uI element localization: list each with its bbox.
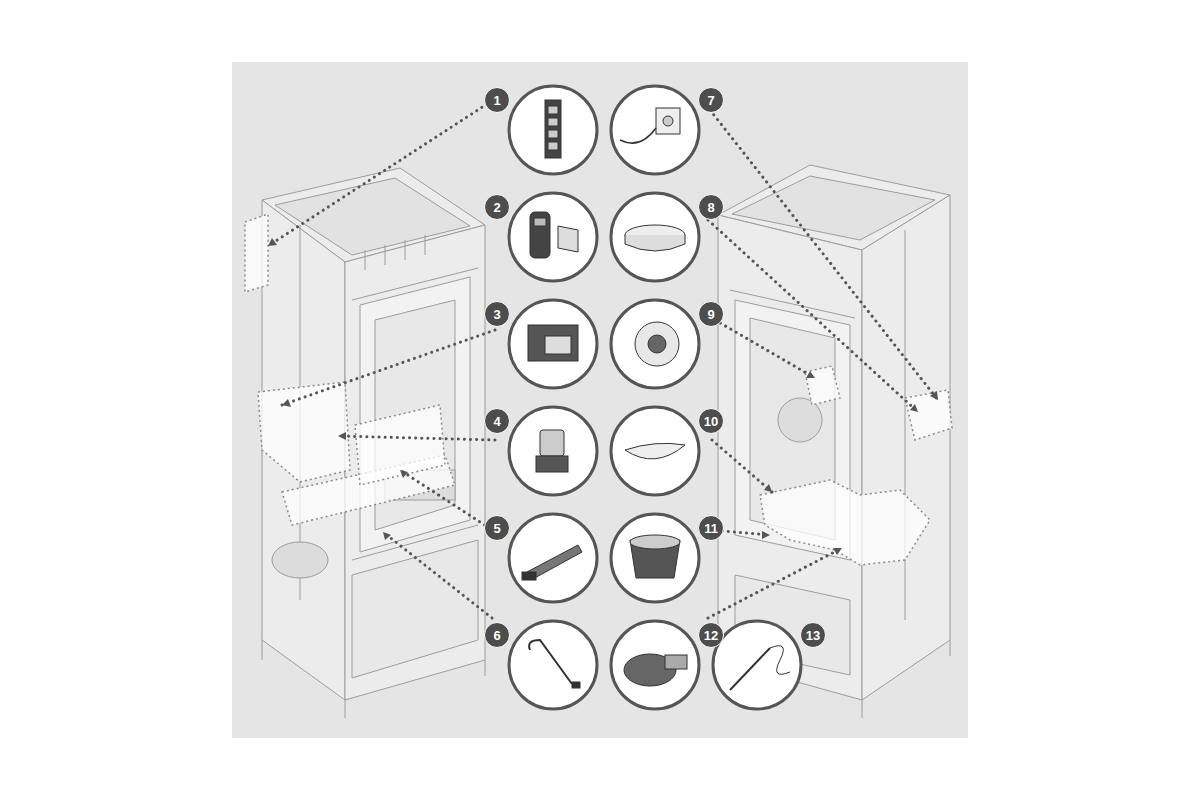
callout-number: 2 [484,194,510,220]
callout-number: 4 [484,408,510,434]
callout-label: 1 [493,94,500,107]
highlight-region [245,214,455,525]
callout-label: 7 [707,94,714,107]
callout-number: 1 [484,87,510,113]
callout-number: 9 [698,301,724,327]
part-circle [509,86,801,709]
leader-arrowhead [268,238,938,555]
callout-number: 6 [484,622,510,648]
callout-label: 10 [704,415,718,428]
callout-number: 13 [800,622,826,648]
callout-label: 4 [493,415,500,428]
callout-label: 11 [704,522,718,535]
leader-line [268,104,938,618]
callout-number: 3 [484,301,510,327]
callout-number: 5 [484,515,510,541]
highlight-region [760,366,952,565]
callout-label: 5 [493,522,500,535]
part-icon [522,100,790,690]
callout-label: 6 [493,629,500,642]
callout-number: 8 [698,194,724,220]
callout-label: 13 [806,629,820,642]
callout-number: 10 [698,408,724,434]
callout-label: 3 [493,308,500,321]
callout-label: 2 [493,201,500,214]
callout-label: 12 [704,629,718,642]
callout-label: 9 [707,308,714,321]
callout-number: 12 [698,622,724,648]
callout-label: 8 [707,201,714,214]
callout-number: 11 [698,515,724,541]
callout-number: 7 [698,87,724,113]
background-panel [232,62,968,738]
